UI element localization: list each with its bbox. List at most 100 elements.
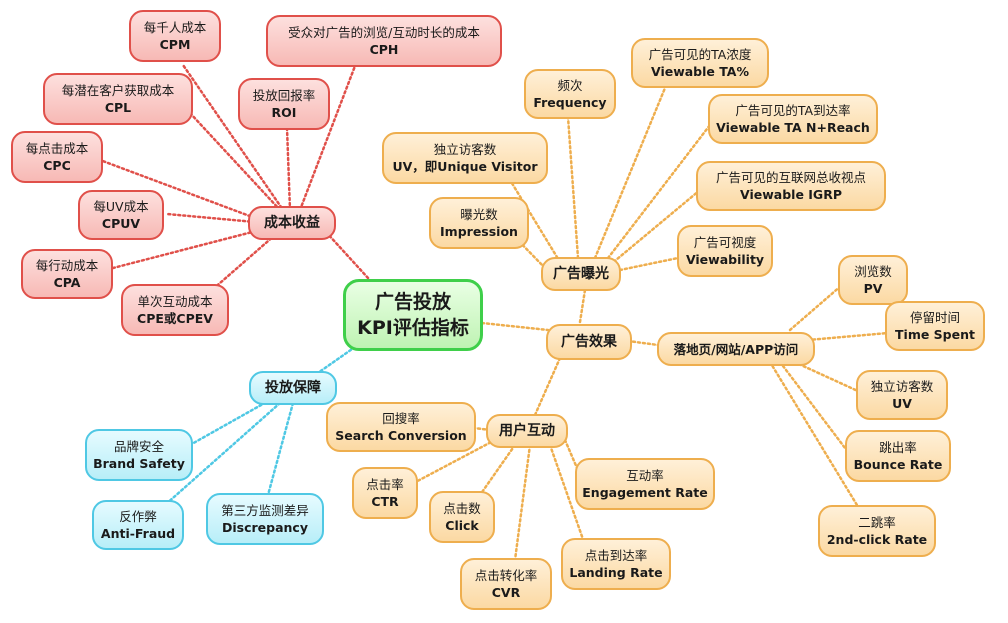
interaction-item-line1: 点击转化率 bbox=[474, 568, 538, 583]
cost-item-line1: 每千人成本 bbox=[143, 20, 207, 35]
interaction-hub[interactable]: 用户互动 bbox=[486, 414, 568, 448]
exposure-hub-label: 广告曝光 bbox=[553, 265, 609, 282]
cost-item-line2: ROI bbox=[271, 105, 297, 120]
interaction-item-line2: CTR bbox=[371, 494, 399, 509]
cost-item-line1: 每UV成本 bbox=[93, 199, 149, 214]
cost-item-line2: CPUV bbox=[101, 216, 141, 231]
interaction-item-line1: 回搜率 bbox=[382, 411, 420, 426]
exposure-item-igrp[interactable]: 广告可见的互联网总收视点 Viewable IGRP bbox=[696, 161, 886, 211]
landing-item-uv[interactable]: 独立访客数 UV bbox=[856, 370, 948, 420]
cost-item-roi[interactable]: 投放回报率 ROI bbox=[238, 78, 330, 130]
effect-hub[interactable]: 广告效果 bbox=[546, 324, 632, 360]
landing-item-line2: 2nd-click Rate bbox=[826, 532, 928, 547]
interaction-item-landing-rate[interactable]: 点击到达率 Landing Rate bbox=[561, 538, 671, 590]
guarantee-item-line1: 第三方监测差异 bbox=[221, 503, 309, 518]
cost-item-line2: CPE或CPEV bbox=[137, 311, 213, 326]
exposure-item-uv[interactable]: 独立访客数 UV，即Unique Visitor bbox=[382, 132, 548, 184]
landing-item-line1: 停留时间 bbox=[909, 310, 960, 325]
exposure-item-line2: Viewable TA N+Reach bbox=[716, 120, 870, 135]
guarantee-hub-label: 投放保障 bbox=[265, 379, 321, 396]
interaction-item-line1: 互动率 bbox=[626, 468, 664, 483]
cost-item-line2: CPC bbox=[43, 158, 71, 173]
cost-item-cpe[interactable]: 单次互动成本 CPE或CPEV bbox=[121, 284, 229, 336]
exposure-item-viewable-ta[interactable]: 广告可见的TA浓度 Viewable TA% bbox=[631, 38, 769, 88]
landing-item-line1: 独立访客数 bbox=[870, 379, 934, 394]
cost-item-line2: CPM bbox=[159, 37, 191, 52]
cost-item-line1: 每行动成本 bbox=[35, 258, 99, 273]
landing-item-line2: UV bbox=[892, 396, 912, 411]
landing-item-pv[interactable]: 浏览数 PV bbox=[838, 255, 908, 305]
exposure-item-line2: Impression bbox=[440, 224, 518, 239]
interaction-item-engagement[interactable]: 互动率 Engagement Rate bbox=[575, 458, 715, 510]
exposure-item-line1: 广告可视度 bbox=[693, 235, 757, 250]
cost-item-line1: 单次互动成本 bbox=[137, 294, 213, 309]
exposure-item-line1: 广告可见的互联网总收视点 bbox=[715, 170, 866, 185]
exposure-item-line1: 曝光数 bbox=[460, 207, 498, 222]
cost-item-line2: CPA bbox=[53, 275, 81, 290]
landing-hub-label: 落地页/网站/APP访问 bbox=[673, 341, 799, 357]
interaction-item-line2: Click bbox=[445, 518, 479, 533]
guarantee-item-brand-safety[interactable]: 品牌安全 Brand Safety bbox=[85, 429, 193, 481]
interaction-item-ctr[interactable]: 点击率 CTR bbox=[352, 467, 418, 519]
exposure-item-line2: Viewable IGRP bbox=[740, 187, 842, 202]
cost-hub[interactable]: 成本收益 bbox=[248, 206, 336, 240]
interaction-item-line2: CVR bbox=[491, 585, 521, 600]
interaction-item-line1: 点击率 bbox=[366, 477, 404, 492]
exposure-item-line1: 广告可见的TA到达率 bbox=[735, 103, 851, 118]
exposure-item-viewability[interactable]: 广告可视度 Viewability bbox=[677, 225, 773, 277]
cost-item-cpa[interactable]: 每行动成本 CPA bbox=[21, 249, 113, 299]
landing-item-line2: Bounce Rate bbox=[853, 457, 943, 472]
cost-item-cpc[interactable]: 每点击成本 CPC bbox=[11, 131, 103, 183]
exposure-item-line1: 独立访客数 bbox=[433, 142, 497, 157]
cost-item-cpm[interactable]: 每千人成本 CPM bbox=[129, 10, 221, 62]
cost-item-line1: 投放回报率 bbox=[252, 88, 316, 103]
landing-item-2nd-click[interactable]: 二跳率 2nd-click Rate bbox=[818, 505, 936, 557]
exposure-item-impression[interactable]: 曝光数 Impression bbox=[429, 197, 529, 249]
guarantee-item-line1: 品牌安全 bbox=[113, 439, 164, 454]
cost-item-cpl[interactable]: 每潜在客户获取成本 CPL bbox=[43, 73, 193, 125]
interaction-item-line1: 点击数 bbox=[443, 501, 481, 516]
landing-hub[interactable]: 落地页/网站/APP访问 bbox=[657, 332, 815, 366]
interaction-item-search[interactable]: 回搜率 Search Conversion bbox=[326, 402, 476, 452]
landing-item-bounce[interactable]: 跳出率 Bounce Rate bbox=[845, 430, 951, 482]
interaction-item-line2: Search Conversion bbox=[335, 428, 467, 443]
cost-item-cph[interactable]: 受众对广告的浏览/互动时长的成本 CPH bbox=[266, 15, 502, 67]
central-topic-line1: 广告投放 bbox=[374, 291, 451, 313]
cost-item-line2: CPL bbox=[104, 100, 132, 115]
landing-item-line1: 二跳率 bbox=[858, 515, 896, 530]
interaction-item-click[interactable]: 点击数 Click bbox=[429, 491, 495, 543]
exposure-hub[interactable]: 广告曝光 bbox=[541, 257, 621, 291]
cost-hub-label: 成本收益 bbox=[264, 214, 320, 231]
landing-item-line2: PV bbox=[863, 281, 883, 296]
guarantee-item-line2: Discrepancy bbox=[222, 520, 308, 535]
cost-item-line1: 每点击成本 bbox=[25, 141, 89, 156]
exposure-item-line2: Viewability bbox=[685, 252, 765, 267]
guarantee-hub[interactable]: 投放保障 bbox=[249, 371, 337, 405]
guarantee-item-discrepancy[interactable]: 第三方监测差异 Discrepancy bbox=[206, 493, 324, 545]
interaction-item-cvr[interactable]: 点击转化率 CVR bbox=[460, 558, 552, 610]
guarantee-item-line1: 反作弊 bbox=[119, 509, 157, 524]
guarantee-item-line2: Brand Safety bbox=[93, 456, 185, 471]
central-topic[interactable]: 广告投放 KPI评估指标 bbox=[343, 279, 483, 351]
cost-item-cpuv[interactable]: 每UV成本 CPUV bbox=[78, 190, 164, 240]
exposure-item-line1: 频次 bbox=[557, 78, 583, 93]
interaction-item-line2: Engagement Rate bbox=[582, 485, 708, 500]
effect-hub-label: 广告效果 bbox=[561, 333, 617, 350]
exposure-item-line1: 广告可见的TA浓度 bbox=[648, 47, 752, 62]
guarantee-item-anti-fraud[interactable]: 反作弊 Anti-Fraud bbox=[92, 500, 184, 550]
guarantee-item-line2: Anti-Fraud bbox=[100, 526, 176, 541]
interaction-hub-label: 用户互动 bbox=[499, 422, 555, 439]
exposure-item-line2: UV，即Unique Visitor bbox=[392, 159, 538, 174]
exposure-item-line2: Viewable TA% bbox=[650, 64, 750, 79]
landing-item-time-spent[interactable]: 停留时间 Time Spent bbox=[885, 301, 985, 351]
cost-item-line2: CPH bbox=[369, 42, 399, 57]
landing-item-line1: 浏览数 bbox=[854, 264, 892, 279]
cost-item-line1: 每潜在客户获取成本 bbox=[61, 83, 175, 98]
interaction-item-line2: Landing Rate bbox=[569, 565, 663, 580]
interaction-item-line1: 点击到达率 bbox=[584, 548, 648, 563]
landing-item-line1: 跳出率 bbox=[879, 440, 917, 455]
exposure-item-viewable-reach[interactable]: 广告可见的TA到达率 Viewable TA N+Reach bbox=[708, 94, 878, 144]
exposure-item-frequency[interactable]: 频次 Frequency bbox=[524, 69, 616, 119]
central-topic-line2: KPI评估指标 bbox=[357, 317, 469, 339]
